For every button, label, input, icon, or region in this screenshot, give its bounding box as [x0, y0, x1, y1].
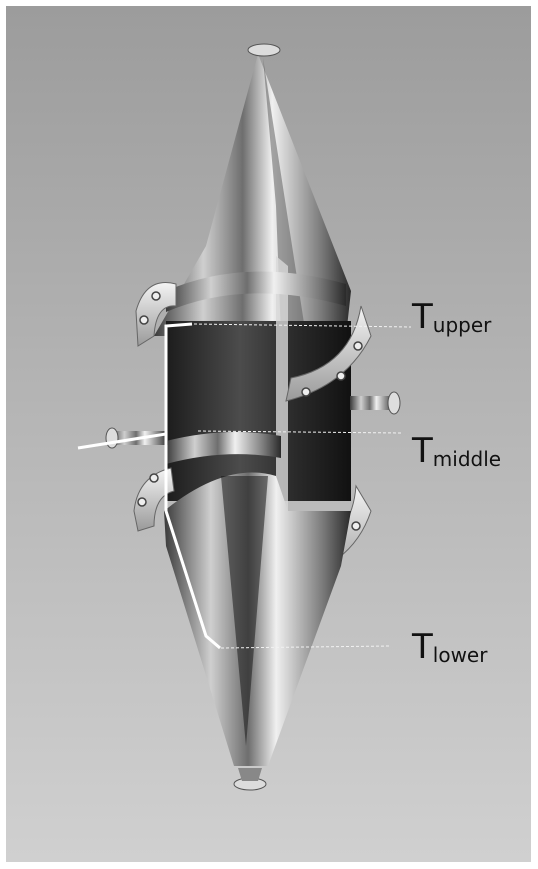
- upper-cone: [154, 54, 351, 336]
- upper-flange-right: [285, 305, 372, 402]
- top-nozzle: [247, 43, 281, 57]
- label-t-lower: Tlower: [412, 627, 488, 667]
- lower-flange-left: [133, 467, 175, 532]
- reactor-vessel-drawing: [77, 43, 412, 791]
- leader-lines: [193, 323, 412, 649]
- upper-flange-left: [135, 282, 177, 347]
- upper-band: [166, 271, 346, 312]
- cylinder-body: [166, 321, 351, 501]
- illustration-frame: Tupper Tmiddle Tlower: [6, 6, 531, 862]
- lower-cone: [164, 472, 351, 766]
- label-t-middle: Tmiddle: [412, 431, 502, 471]
- middle-band: [166, 432, 281, 464]
- label-t-upper: Tupper: [412, 297, 492, 337]
- thermocouple-probe: [77, 322, 193, 450]
- right-side-port: [350, 396, 394, 410]
